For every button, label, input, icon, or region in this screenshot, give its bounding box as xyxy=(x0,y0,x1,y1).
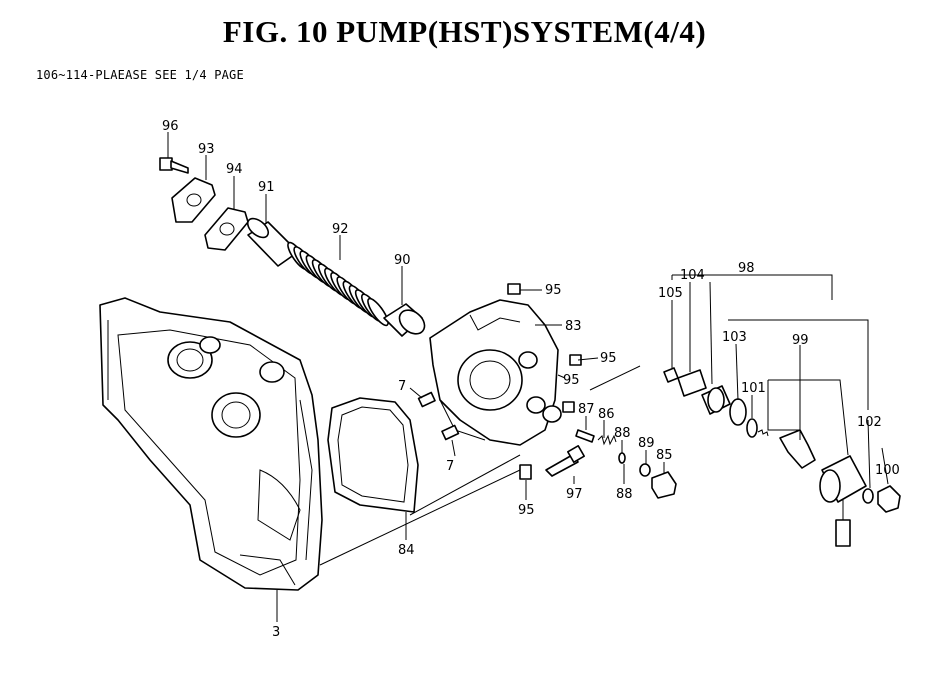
callout-88-top: 88 xyxy=(614,426,631,441)
callout-88-bottom: 88 xyxy=(616,487,633,502)
callout-3: 3 xyxy=(272,625,280,640)
o-ring-88 xyxy=(618,452,626,464)
cover-plate xyxy=(171,177,216,223)
reference-note: 106~114-PLAEASE SEE 1/4 PAGE xyxy=(36,68,244,82)
callout-87: 87 xyxy=(578,402,595,417)
callout-98: 98 xyxy=(738,261,755,276)
o-ring-89 xyxy=(639,463,651,477)
callout-84: 84 xyxy=(398,543,415,558)
callout-94: 94 xyxy=(226,162,243,177)
callout-90: 90 xyxy=(394,253,411,268)
plug-85 xyxy=(651,471,677,499)
pin-7-lower xyxy=(441,424,460,441)
plate-gasket xyxy=(204,207,249,251)
pin-7-upper xyxy=(417,391,436,408)
leader-lines xyxy=(167,132,889,622)
callout-85: 85 xyxy=(656,448,673,463)
piston xyxy=(383,303,426,337)
callout-96: 96 xyxy=(162,119,179,134)
sleeve xyxy=(246,217,299,267)
spring-coil xyxy=(367,297,389,327)
callout-7-lower: 7 xyxy=(446,459,454,474)
gasket xyxy=(327,397,419,513)
plug-95-mid xyxy=(562,401,575,413)
callout-104: 104 xyxy=(680,268,705,283)
callout-97: 97 xyxy=(566,487,583,502)
main-housing xyxy=(99,297,323,591)
plug-95-top xyxy=(507,283,521,295)
callout-89: 89 xyxy=(638,436,655,451)
spring xyxy=(287,241,389,327)
plug-95-bottom xyxy=(519,464,532,480)
callout-99: 99 xyxy=(792,333,809,348)
callout-7-upper: 7 xyxy=(398,379,406,394)
callout-86: 86 xyxy=(598,407,615,422)
callout-103: 103 xyxy=(722,330,747,345)
callout-83: 83 xyxy=(565,319,582,334)
callout-labels: 96 93 94 91 92 90 95 83 95 95 7 7 87 86 … xyxy=(162,119,900,640)
callout-95-right: 95 xyxy=(600,351,617,366)
bolt-97 xyxy=(545,445,585,477)
figure-title: FIG. 10 PUMP(HST)SYSTEM(4/4) xyxy=(222,14,707,49)
callout-95-mid: 95 xyxy=(563,373,580,388)
spring-86 xyxy=(597,434,617,446)
bolt xyxy=(159,157,189,174)
callout-100: 100 xyxy=(875,463,900,478)
callout-91: 91 xyxy=(258,180,275,195)
callout-95-bottom: 95 xyxy=(518,503,535,518)
callout-93: 93 xyxy=(198,142,215,157)
callout-102: 102 xyxy=(857,415,882,430)
solenoid-assembly xyxy=(663,367,901,547)
pump-body xyxy=(429,299,562,446)
callout-95-top: 95 xyxy=(545,283,562,298)
callout-101: 101 xyxy=(741,381,766,396)
callout-105: 105 xyxy=(658,286,683,301)
callout-92: 92 xyxy=(332,222,349,237)
screw-87 xyxy=(575,429,595,443)
